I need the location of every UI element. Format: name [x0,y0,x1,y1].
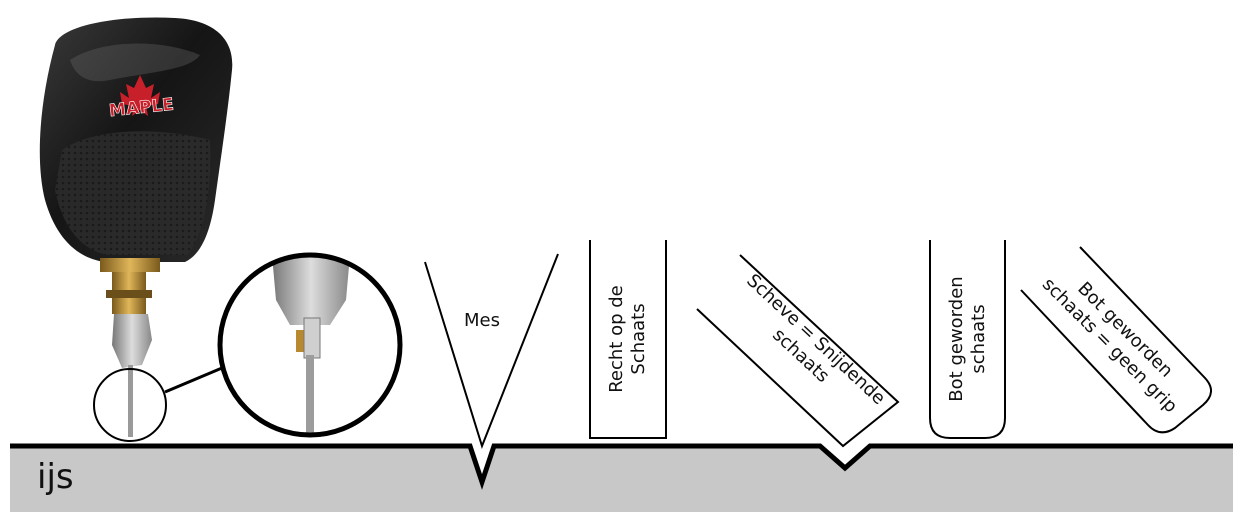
scheve-label-line1: Scheve = Snijdende [742,270,889,409]
skate-photo: MAPLE [39,17,233,437]
recht-label-line1: Recht op de [606,285,627,393]
skate-tip [112,314,152,368]
maple-leaf-icon [120,75,160,116]
ice-surface [10,447,1233,512]
mes-outline [424,253,559,450]
skate-collar [100,258,160,272]
mes-label: Mes [464,310,500,331]
scheve-label: Scheve = Snijdende schaats [742,270,889,409]
bot-label-line2: schaats [968,304,989,373]
ice-label: ijs [37,457,74,497]
zoom-blade [306,355,314,435]
zoom-tip [272,255,350,325]
botgrip-label-line2: schaats = geen grip [1038,274,1181,417]
recht-label: Recht op de Schaats [606,285,649,393]
botgrip-outline [1020,246,1212,434]
magnifier-large-circle [217,252,403,438]
zoom-view [220,255,400,435]
magnifier-small-circle [93,368,167,442]
skate-boot-mesh [55,131,211,255]
bot-label-line1: Bot geworden [946,276,967,401]
skate-stem-ring [106,290,152,298]
zoom-brass-mark [296,330,304,352]
skate-boot-highlight [70,43,200,82]
scheve-outline [696,254,900,448]
recht-label-line2: Schaats [628,303,649,374]
magnifier-connector [164,366,223,394]
bot-outline [929,240,1006,439]
ice-line [10,443,1233,490]
bot-label: Bot geworden schaats [946,276,989,401]
skate-blade [128,365,133,437]
recht-outline [589,240,667,439]
zoom-blade-holder [303,317,321,359]
